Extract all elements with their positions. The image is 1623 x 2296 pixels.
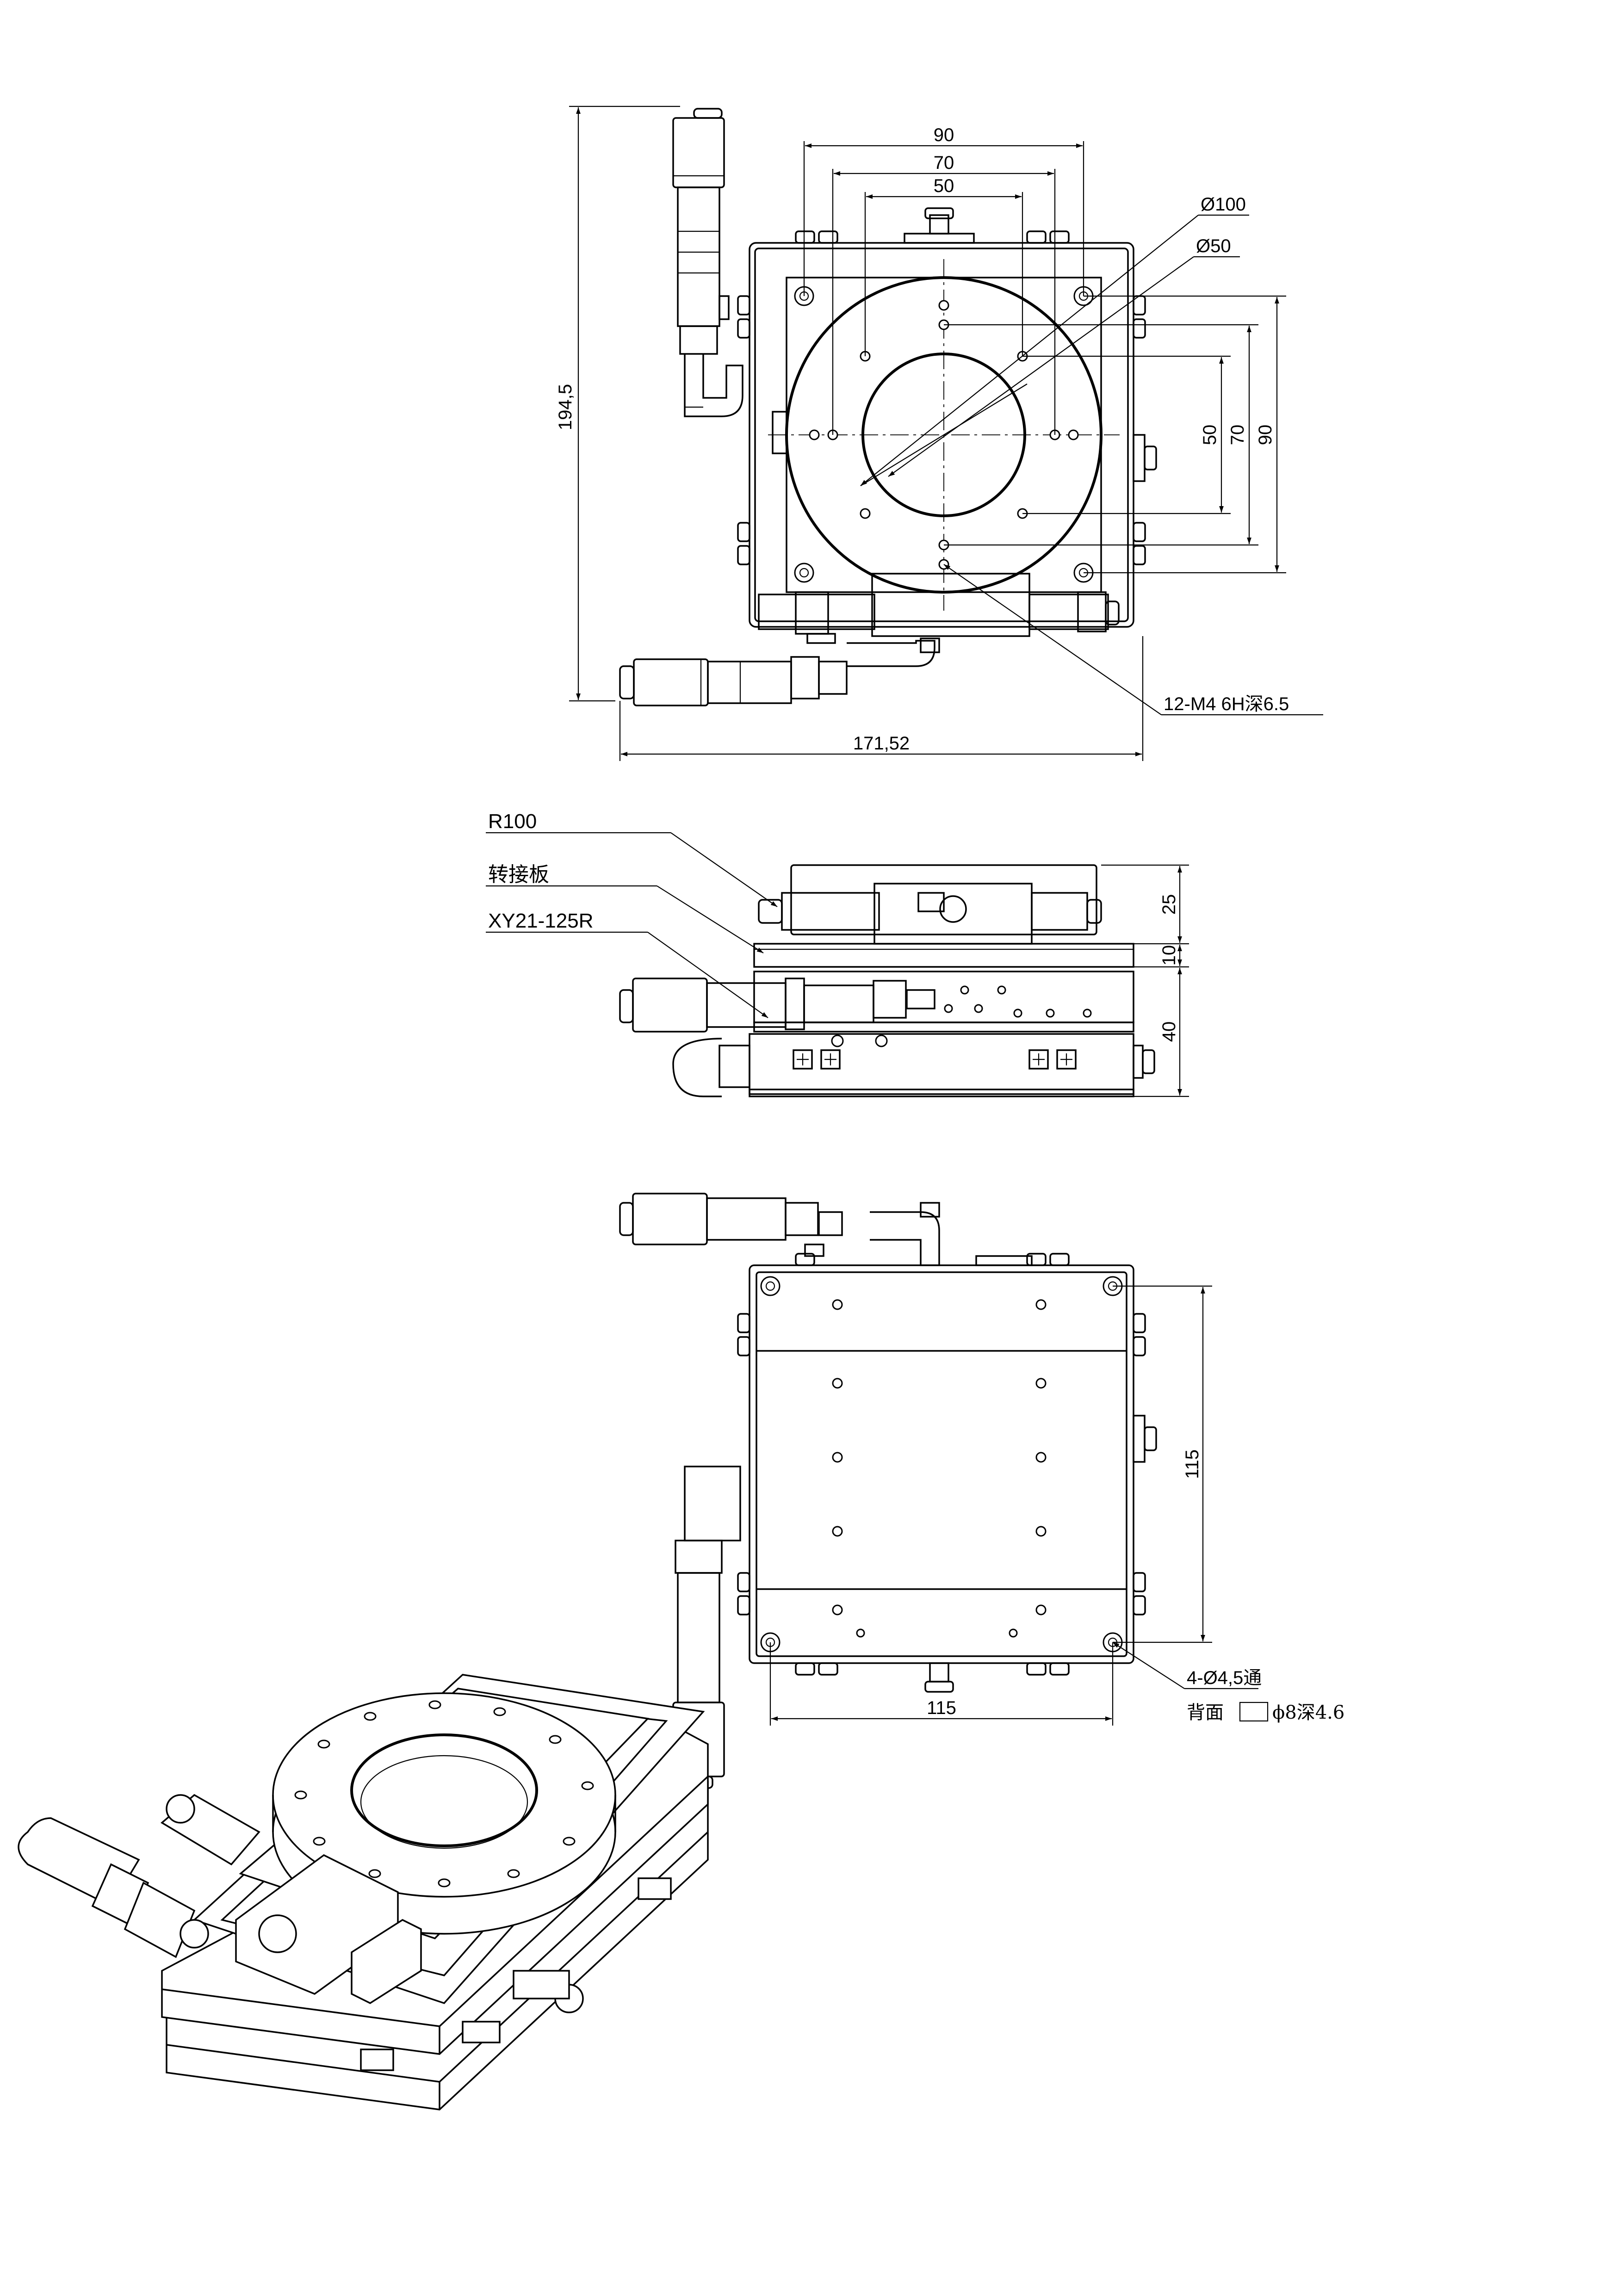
micrometer-horizontal <box>619 633 940 706</box>
isometric-view <box>18 1674 709 2110</box>
dim-90-v: 90 <box>1255 425 1276 446</box>
top-view: 194,5 171,52 90 70 50 50 70 90 Ø100 Ø50 … <box>555 105 1323 761</box>
side-screw-heads <box>737 230 1146 565</box>
diameter-inner-label: Ø50 <box>1196 236 1231 256</box>
overall-height-dim: 194,5 <box>555 384 576 430</box>
plate-screws <box>794 286 1094 583</box>
dim-70-h: 70 <box>934 153 954 173</box>
dim-50-h: 50 <box>934 176 954 196</box>
dim-25: 25 <box>1159 894 1179 915</box>
side-view <box>486 832 1189 1097</box>
bottom-height-dim: 115 <box>1182 1449 1202 1479</box>
dim-90-h: 90 <box>934 125 954 145</box>
bottom-hole-back-label: 背面 <box>1187 1702 1224 1723</box>
bottom-holes <box>832 1299 1047 1638</box>
dim-40: 40 <box>1159 1021 1179 1042</box>
bottom-hole-counterbore: ϕ8深4.6 <box>1272 1702 1344 1723</box>
diameter-outer-label: Ø100 <box>1201 194 1246 215</box>
lower-layer-screws <box>793 1049 1077 1070</box>
thread-note: 12-M4 6H深6.5 <box>1164 694 1289 714</box>
dim-10: 10 <box>1159 945 1179 966</box>
overall-width-dim: 171,52 <box>853 733 910 754</box>
bottom-hole-note: 4-Ø4,5通 <box>1187 1668 1262 1688</box>
callout-xy-stage: XY21-125R <box>488 910 593 932</box>
dim-70-v: 70 <box>1227 425 1248 446</box>
iso-disc-holes <box>294 1700 594 1888</box>
dim-50-v: 50 <box>1200 425 1220 446</box>
micrometer-vertical <box>672 108 743 417</box>
bottom-view <box>619 1193 1269 1789</box>
callout-r100: R100 <box>488 810 537 833</box>
iso-micrometer <box>18 1817 209 1958</box>
callout-adapter-plate: 转接板 <box>488 863 549 886</box>
bottom-width-dim: 115 <box>927 1698 956 1718</box>
top-dimensions <box>569 105 1323 761</box>
